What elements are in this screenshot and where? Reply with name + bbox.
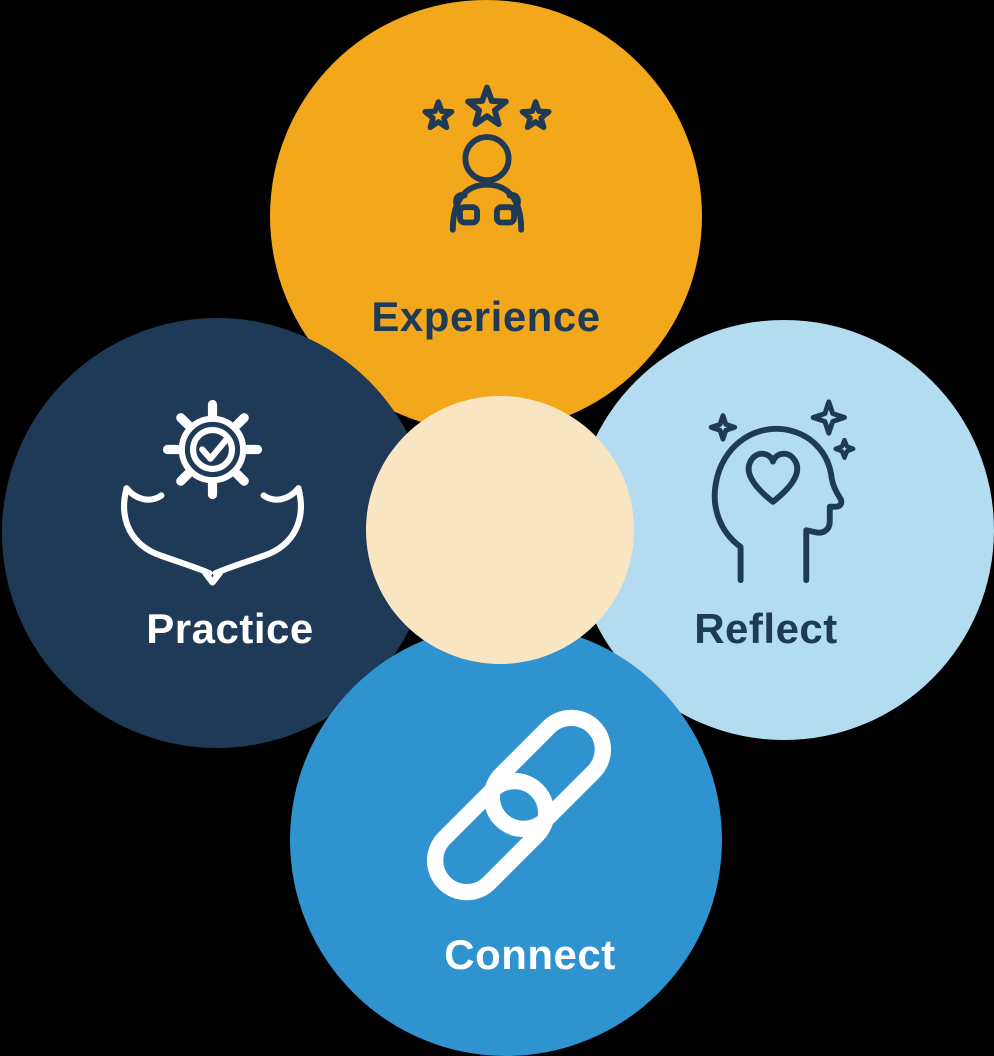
reflect-label: Reflect — [694, 605, 838, 652]
center-circle — [366, 396, 634, 664]
hands-holding-gear-check-icon — [121, 399, 304, 586]
person-with-stars-icon — [422, 84, 552, 233]
connect-label: Connect — [444, 931, 616, 978]
connect-circle — [290, 624, 722, 1056]
practice-label: Practice — [146, 605, 314, 652]
head-with-heart-icon — [708, 399, 856, 584]
reflect-circle — [574, 320, 994, 740]
experience-label: Experience — [371, 293, 601, 340]
practice-circle — [2, 318, 432, 748]
chain-link-icon — [426, 709, 612, 901]
